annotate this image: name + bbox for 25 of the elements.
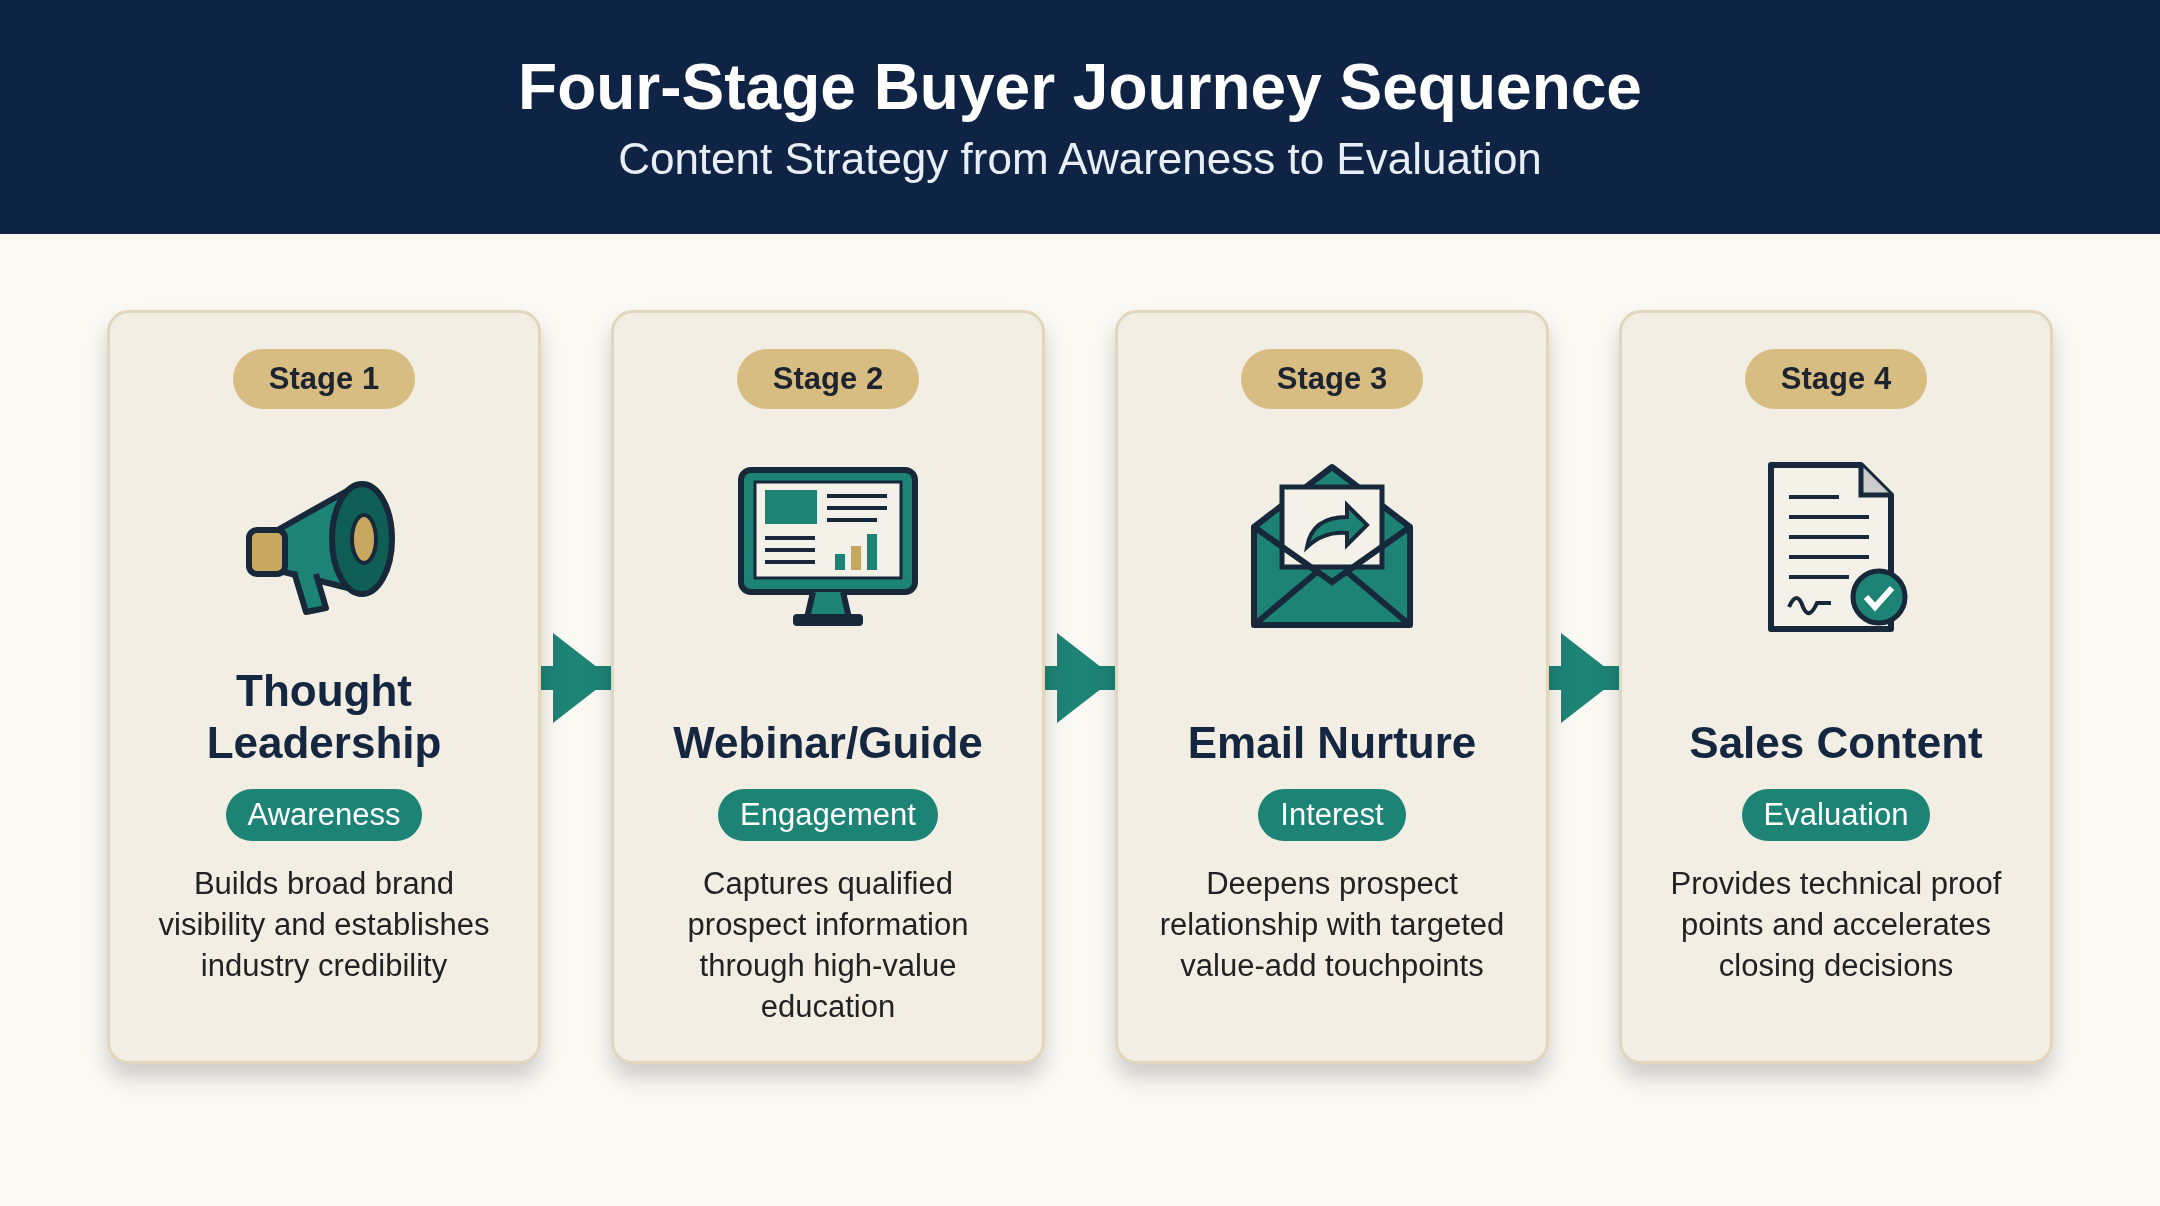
stage-title: Webinar/Guide xyxy=(673,717,983,769)
stage-card xyxy=(1115,310,1549,1064)
description: Provides technical proof points and accelerates closing decisions xyxy=(1669,865,2003,985)
stage-badge: Stage 1 xyxy=(232,349,416,409)
phase-tag: Engagement xyxy=(718,789,938,841)
phase-tag: Evaluation xyxy=(1741,789,1931,841)
stage-badge: Stage 3 xyxy=(1240,349,1424,409)
arrow xyxy=(541,633,611,723)
stage-badge: Stage 4 xyxy=(1744,349,1928,409)
subtitle: Content Strategy from Awareness to Evaluation xyxy=(618,134,1542,184)
phase-tag: Awareness xyxy=(225,789,423,841)
stage-card xyxy=(107,310,541,1064)
arrow xyxy=(1045,633,1115,723)
title: Four-Stage Buyer Journey Sequence xyxy=(518,50,1642,124)
stage-badge: Stage 2 xyxy=(736,349,920,409)
stage-title: Sales Content xyxy=(1689,717,1983,769)
arrow xyxy=(1549,633,1619,723)
phase-tag: Interest xyxy=(1258,789,1406,841)
description: Deepens prospect relationship with targeted value-add touchpoints xyxy=(1158,865,1506,985)
stage-card xyxy=(611,310,1045,1064)
stage-title: Thought Leadership xyxy=(205,665,443,769)
stage-title: Email Nurture xyxy=(1187,717,1477,769)
description: Captures qualified prospect information through high-value education xyxy=(686,865,970,1026)
description: Builds broad brand visibility and establishes industry credibility xyxy=(157,865,491,985)
stage-card xyxy=(1619,310,2053,1064)
